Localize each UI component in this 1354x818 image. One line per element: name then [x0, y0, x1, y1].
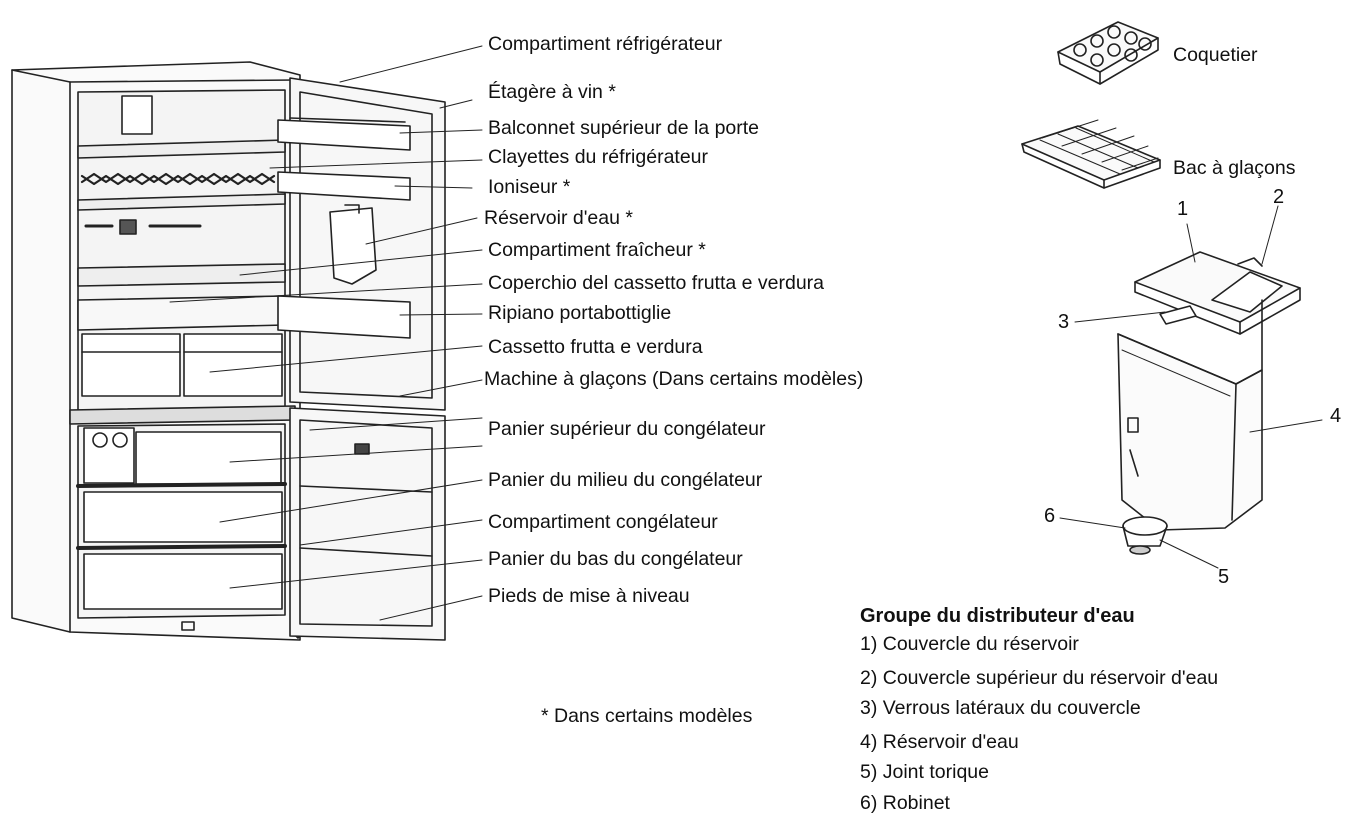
legend-item: 2) Couvercle supérieur du réservoir d'ea…	[860, 667, 1219, 689]
label-bottle-shelf: Ripiano portabottiglie	[488, 302, 672, 324]
fridge-door-illustration	[277, 77, 446, 411]
label-leveling-feet: Pieds de mise à niveau	[488, 585, 690, 607]
label-crisper-drawer: Cassetto frutta e verdura	[488, 336, 703, 358]
callout-6: 6	[1044, 505, 1056, 527]
label-fridge-compartment: Compartiment réfrigérateur	[488, 33, 723, 55]
callout-3: 3	[1058, 311, 1070, 333]
fridge-leader-lines	[169, 45, 483, 621]
label-ice-maker: Machine à glaçons (Dans certains modèles…	[484, 368, 864, 390]
legend-item: 6) Robinet	[860, 792, 950, 814]
label-freezer-middle-basket: Panier du milieu du congélateur	[488, 469, 763, 491]
callout-1: 1	[1177, 198, 1189, 220]
footnote-some-models: * Dans certains modèles	[541, 705, 753, 727]
label-ice-tray: Bac à glaçons	[1173, 157, 1296, 179]
label-fresh-compartment: Compartiment fraîcheur *	[488, 239, 706, 261]
label-water-reservoir: Réservoir d'eau *	[484, 207, 633, 229]
label-freezer-upper-basket: Panier supérieur du congélateur	[488, 418, 766, 440]
freezer-door-illustration	[289, 407, 446, 641]
legend-item: 1) Couvercle du réservoir	[860, 633, 1079, 655]
callout-4: 4	[1330, 405, 1342, 427]
label-crisper-cover: Coperchio del cassetto frutta e verdura	[488, 272, 825, 294]
fridge-cabinet-illustration	[11, 61, 305, 641]
egg-tray-illustration	[1057, 21, 1159, 85]
legend-item: 3) Verrous latéraux du couvercle	[860, 697, 1141, 719]
water-dispenser-illustration	[1117, 251, 1301, 555]
label-freezer-compartment: Compartiment congélateur	[488, 511, 718, 533]
label-freezer-bottom-basket: Panier du bas du congélateur	[488, 548, 743, 570]
label-wine-rack: Étagère à vin *	[488, 81, 616, 103]
legend-item: 5) Joint torique	[860, 761, 989, 783]
ice-tray-illustration	[1021, 119, 1161, 189]
callout-5: 5	[1218, 566, 1230, 588]
legend-title: Groupe du distributeur d'eau	[860, 605, 1135, 627]
legend-item: 4) Réservoir d'eau	[860, 731, 1019, 753]
label-upper-door-balcony: Balconnet supérieur de la porte	[488, 117, 760, 139]
label-fridge-shelves: Clayettes du réfrigérateur	[488, 146, 709, 168]
dispenser-leader-lines	[1059, 205, 1323, 569]
label-egg-tray: Coquetier	[1173, 44, 1258, 66]
callout-2: 2	[1273, 186, 1285, 208]
label-ionizer: Ioniseur *	[488, 176, 571, 198]
